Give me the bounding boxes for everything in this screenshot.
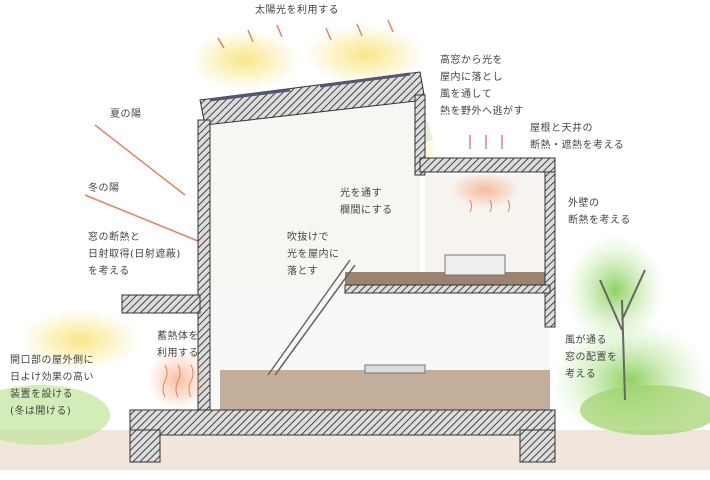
note-line: 蓄熱体を — [157, 331, 199, 342]
note-line: (冬は開ける) — [10, 406, 72, 417]
ground-floor — [220, 370, 550, 415]
ventilation-note: 風が通る 窓の配置を 考える — [565, 332, 618, 383]
atrium-note: 吹抜けで 光を屋内に 落とす — [287, 229, 340, 280]
note-line: 落とす — [287, 266, 319, 277]
note-line: 風を通して — [440, 89, 493, 100]
note-line: 熱を野外へ逃がす — [440, 106, 524, 117]
high-window-note: 高窓から光を 屋内に落とし 風を通して 熱を野外へ逃がす — [440, 52, 524, 120]
note-line: 窓の断熱と — [88, 232, 141, 243]
note-line: 装置を設ける — [10, 389, 73, 400]
note-line: 日よけ効果の高い — [10, 372, 94, 383]
note-line: 吹抜けで — [287, 232, 329, 243]
exterior-wall-note: 外壁の 断熱を考える — [568, 195, 631, 229]
note-line: 日射取得(日射遮蔽) — [88, 249, 181, 260]
note-line: 高窓から光を — [440, 55, 503, 66]
shading-note: 開口部の屋外側に 日よけ効果の高い 装置を設ける (冬は開ける) — [10, 352, 94, 420]
note-line: 屋内に落とし — [440, 72, 503, 83]
winter-sun-label: 冬の陽 — [88, 183, 120, 194]
title-label: 太陽光を利用する — [255, 5, 339, 16]
note-line: 風が通る — [565, 335, 607, 346]
note-line: 屋根と天井の — [530, 123, 593, 134]
note-line: 欄間にする — [340, 205, 393, 216]
note-line: 光を通す — [340, 188, 382, 199]
window-insulation-note: 窓の断熱と 日射取得(日射遮蔽) を考える — [88, 229, 181, 280]
dining-table — [364, 364, 426, 374]
note-line: 断熱を考える — [568, 215, 631, 226]
note-line: 外壁の — [568, 198, 600, 209]
note-line: を考える — [88, 266, 130, 277]
thermal-mass-note: 蓄熱体を 利用する — [157, 328, 199, 362]
note-line: 窓の配置を — [565, 352, 618, 363]
ground — [0, 430, 710, 470]
solar-panels — [209, 72, 411, 102]
note-line: 考える — [565, 369, 597, 380]
note-line: 開口部の屋外側に — [10, 355, 94, 366]
staircase — [267, 259, 356, 376]
bed — [444, 254, 506, 276]
note-line: 光を屋内に — [287, 249, 340, 260]
roof-ceiling-note: 屋根と天井の 断熱・遮熱を考える — [530, 120, 624, 154]
note-line: 利用する — [157, 348, 199, 359]
summer-sun-label: 夏の陽 — [110, 109, 142, 120]
structure — [121, 71, 556, 463]
note-line: 断熱・遮熱を考える — [530, 140, 625, 151]
transom-note: 光を通す 欄間にする — [340, 185, 393, 219]
upper-floor — [345, 272, 545, 287]
